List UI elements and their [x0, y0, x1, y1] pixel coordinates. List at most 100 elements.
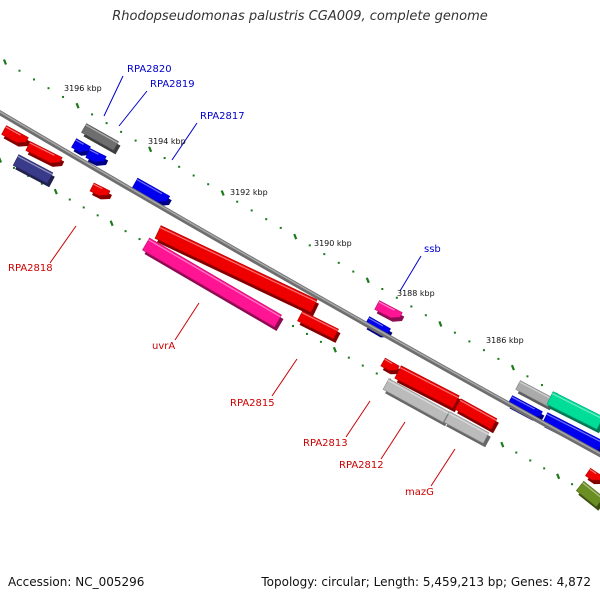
tick-mark-minor [543, 467, 546, 470]
tick-mark-minor [33, 78, 36, 81]
tick-mark-minor [347, 356, 350, 359]
tick-mark-major [510, 364, 515, 371]
tick-mark-major [75, 102, 80, 109]
feature-highlight [448, 412, 489, 435]
feature-rpa2812 [382, 378, 451, 427]
tick-mark-major [438, 321, 443, 327]
tick-label: 3186 kbp [486, 336, 524, 345]
feature-upper-red-left2 [25, 141, 65, 167]
feature-face [454, 398, 498, 430]
backbone [0, 109, 600, 458]
tick-mark-major [500, 441, 505, 448]
feature-highlight [148, 239, 281, 318]
feature-highlight [75, 139, 84, 145]
feature-highlight [159, 227, 317, 303]
features [1, 123, 600, 511]
tick-mark-major [0, 157, 3, 163]
gene-label-bottom: RPA2812 [339, 460, 384, 471]
gene-label-top: RPA2817 [200, 111, 245, 122]
feature-highlight [551, 393, 600, 419]
feature-face [12, 154, 54, 184]
gene-label-bottom: uvrA [152, 341, 175, 352]
tick-label: 3188 kbp [397, 289, 435, 298]
feature-highlight [387, 379, 449, 414]
feature-rpa2814 [380, 357, 402, 375]
gene-label-top: RPA2819 [150, 79, 195, 90]
feature-lower-navy [12, 154, 55, 188]
tick-mark-minor [305, 332, 308, 335]
tick-mark-minor [375, 372, 378, 375]
tick-mark-minor [424, 314, 427, 317]
feature-face [81, 123, 119, 151]
feature-highlight [459, 399, 497, 421]
tick-mark-major [293, 233, 298, 240]
tick-mark-minor [540, 384, 543, 387]
tick-mark-minor [497, 357, 500, 360]
gene-label-top: RPA2820 [127, 64, 172, 75]
feature-highlight [85, 124, 119, 144]
tick-mark-minor [279, 226, 282, 229]
gene-label-bottom: RPA2815 [230, 398, 275, 409]
tick-mark-minor [120, 130, 123, 133]
feature-lower-red3 [454, 398, 499, 434]
gene-labels: RPA2820RPA2819RPA2817ssbRPA2818uvrARPA28… [8, 64, 441, 498]
feature-highlight [378, 301, 395, 311]
tick-mark-major [148, 146, 153, 153]
tick-mark-minor [192, 174, 195, 177]
tick-mark-minor [250, 209, 253, 212]
gene-label-bottom: RPA2818 [8, 263, 53, 274]
feature-face [25, 141, 63, 164]
backbone-line [0, 109, 600, 458]
feature-face [374, 300, 403, 319]
tick-mark-minor [47, 87, 50, 90]
feature-lower-red-right [585, 467, 600, 485]
gene-label-bottom: RPA2813 [303, 438, 348, 449]
tick-mark-minor [105, 122, 108, 125]
tick-mark-minor [571, 483, 574, 486]
feature-face [382, 378, 450, 423]
leader-line-top [399, 255, 422, 292]
tick-mark-minor [12, 166, 15, 169]
feature-highlight [546, 413, 600, 442]
feature-highlight [17, 155, 53, 175]
leader-line-bottom [271, 358, 298, 397]
tick-mark-minor [265, 218, 268, 221]
backbone-highlight [0, 111, 600, 455]
feature-uvra [142, 237, 284, 331]
tick-mark-minor [337, 261, 340, 264]
feature-highlight [136, 179, 163, 195]
tick-label: 3194 kbp [148, 137, 186, 146]
tick-mark-minor [526, 375, 529, 378]
tick-mark-major [220, 190, 225, 196]
tick-label: 3196 kbp [64, 84, 102, 93]
map-title: Rhodopseudomonas palustris CGA009, compl… [112, 9, 488, 24]
feature-rpa2817 [131, 177, 172, 206]
tick-mark-minor [163, 157, 166, 160]
feature-face [297, 310, 339, 340]
tick-mark-minor [468, 340, 471, 343]
tick-mark-minor [482, 349, 485, 352]
tick-mark-minor [207, 183, 210, 186]
feature-highlight [582, 482, 600, 498]
feature-rpa2819b [85, 148, 109, 166]
tick-mark-minor [82, 206, 85, 209]
feature-face [380, 357, 400, 371]
feature-face [546, 391, 600, 430]
feature-face [443, 411, 490, 444]
leader-line-top [171, 122, 198, 161]
gene-label-bottom: mazG [405, 487, 434, 498]
tick-mark-minor [319, 340, 322, 343]
tick-mark-minor [352, 270, 355, 273]
feature-face [154, 225, 318, 313]
feature-upper-teal [546, 391, 600, 434]
tick-label: 3190 kbp [314, 239, 352, 248]
tick-mark-minor [62, 95, 65, 98]
feature-highlight [519, 381, 552, 400]
tick-mark-major [556, 473, 561, 480]
feature-upper-red-left [1, 125, 31, 147]
feature-face [85, 148, 107, 163]
tick-mark-minor [381, 288, 384, 291]
tick-label: 3192 kbp [230, 188, 268, 197]
leader-line-bottom [345, 400, 371, 438]
tick-mark-minor [323, 253, 326, 256]
